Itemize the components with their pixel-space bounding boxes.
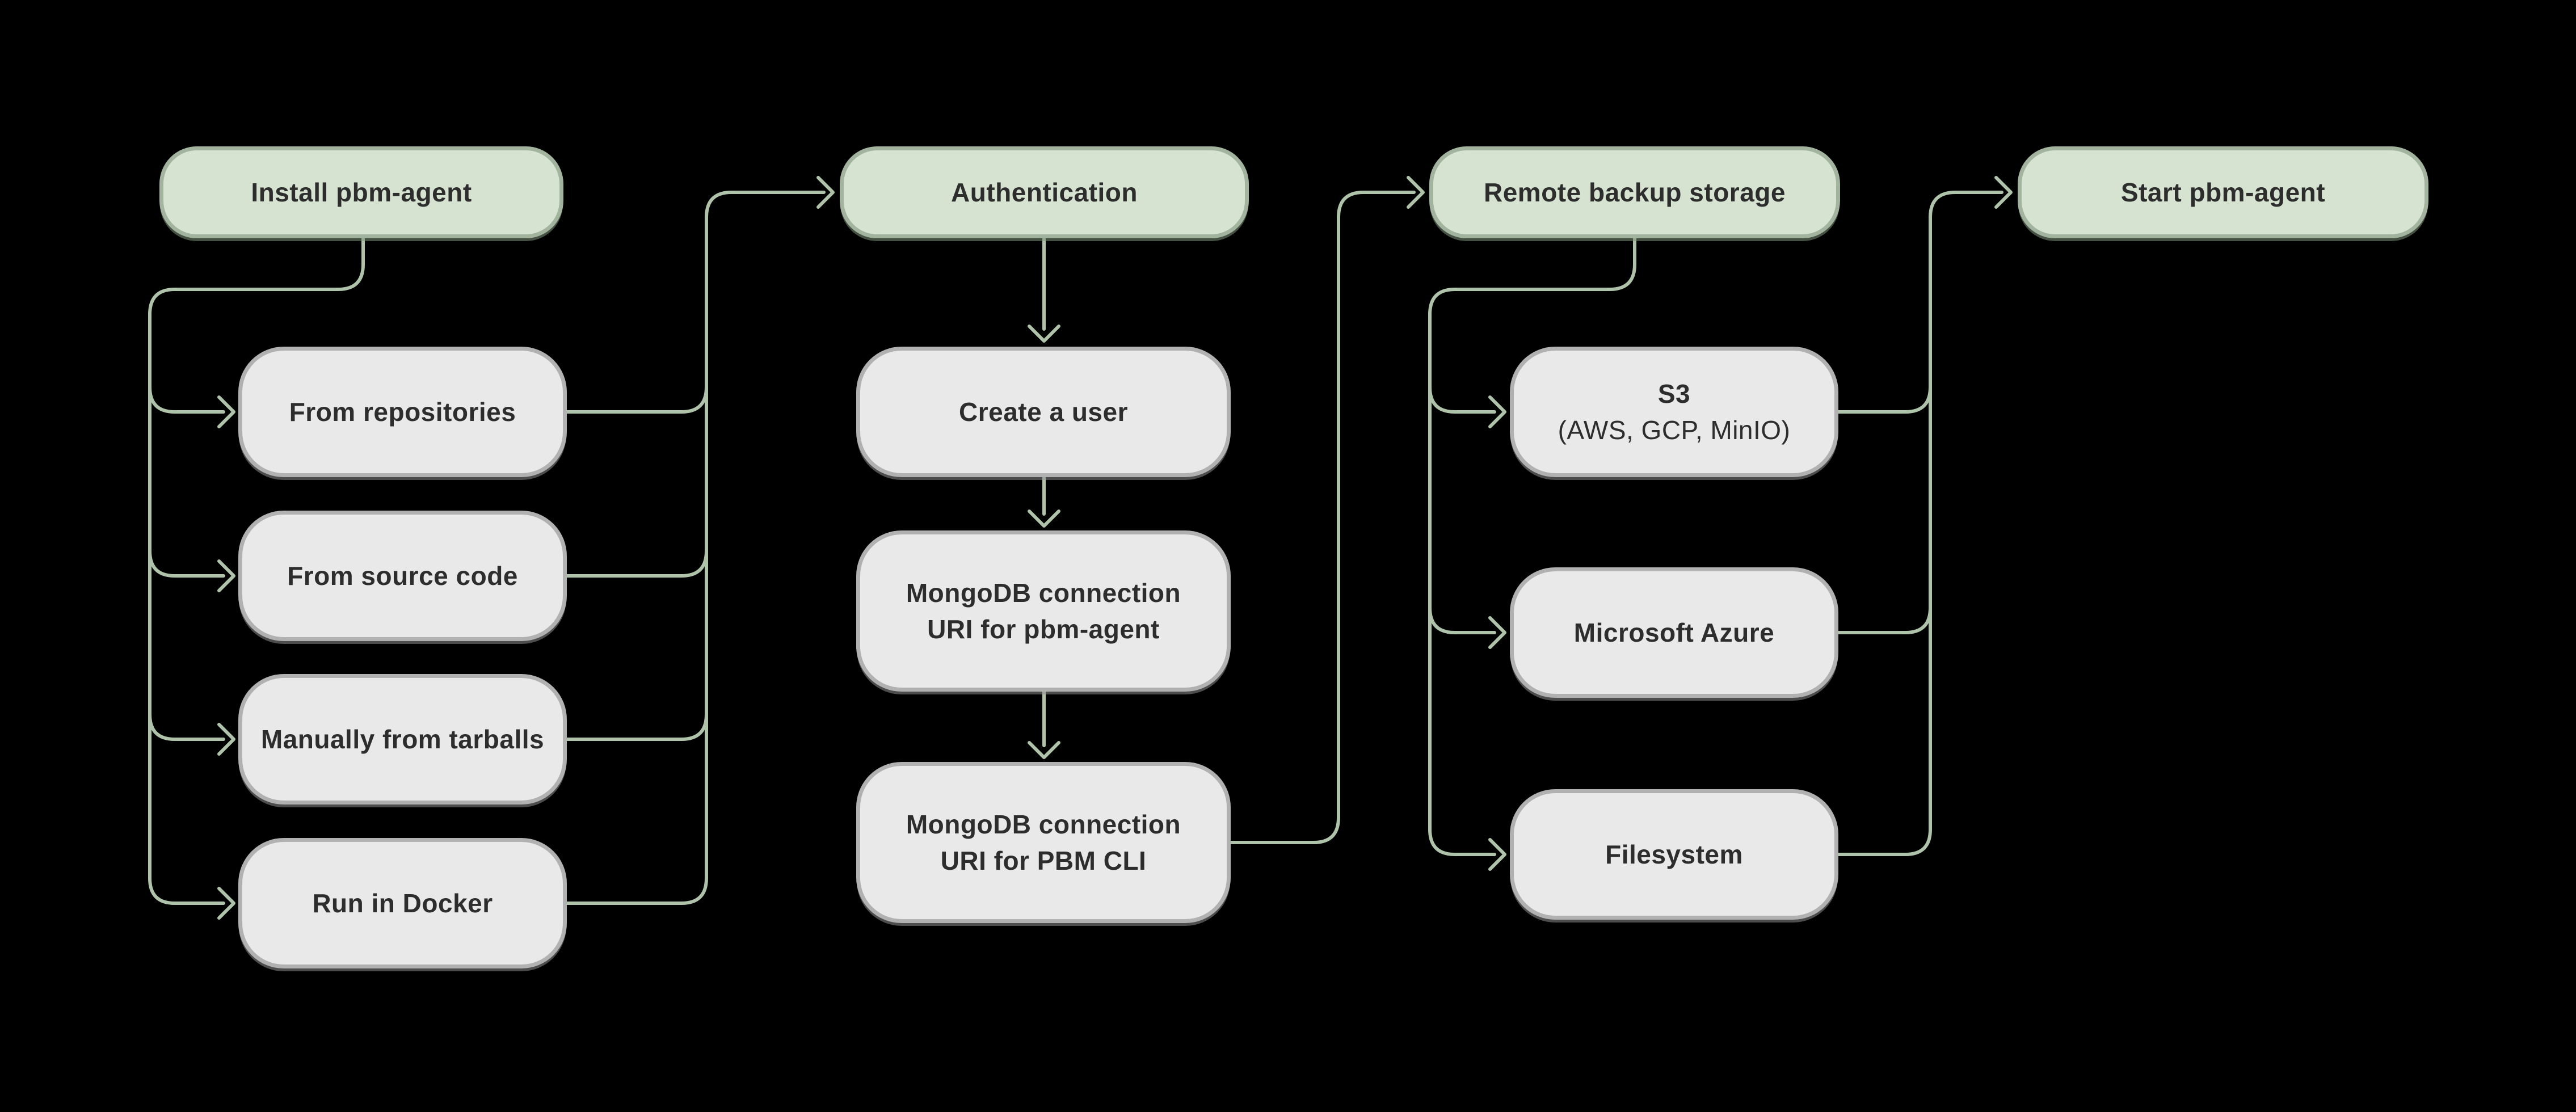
node-create-a-user-label: Create a user [959, 397, 1128, 427]
arrow-into-create-user [1028, 325, 1060, 343]
node-mongodb-uri-pbm-cli-line2: URI for PBM CLI [940, 846, 1147, 875]
wire-install-branch-tarballs [148, 713, 225, 741]
wire-col1-trunk [565, 191, 826, 905]
wire-col1-join-source [565, 549, 708, 578]
node-run-in-docker: Run in Docker [238, 838, 567, 968]
arrow-into-uri-agent [1028, 509, 1060, 528]
node-manually-from-tarballs-label: Manually from tarballs [260, 725, 545, 754]
node-manually-from-tarballs: Manually from tarballs [238, 674, 567, 804]
node-mongodb-uri-pbm-agent-line2: URI for pbm-agent [927, 614, 1160, 644]
node-mongodb-uri-pbm-agent: MongoDB connection URI for pbm-agent [856, 530, 1231, 692]
wire-col1-join-repositories [565, 385, 708, 414]
wire-install-trunk [148, 237, 365, 905]
node-mongodb-uri-pbm-agent-line1: MongoDB connection [906, 578, 1181, 608]
node-microsoft-azure-label: Microsoft Azure [1573, 618, 1775, 647]
node-install-pbm-agent-label: Install pbm-agent [251, 178, 472, 207]
node-s3: S3 (AWS, GCP, MinIO) [1510, 347, 1838, 477]
arrow-into-authentication [816, 176, 835, 209]
wire-storage-branch-azure [1428, 606, 1496, 634]
node-microsoft-azure: Microsoft Azure [1510, 567, 1838, 698]
connector-children-to-authentication [565, 176, 835, 905]
wire-col3-join-s3 [1837, 385, 1932, 414]
wire-col3-trunk [1837, 191, 2003, 856]
node-authentication-label: Authentication [951, 178, 1138, 207]
wire-install-branch-source [148, 549, 225, 578]
wire-col3-join-azure [1837, 606, 1932, 634]
node-filesystem: Filesystem [1510, 789, 1838, 920]
node-remote-backup-storage: Remote backup storage [1429, 146, 1840, 238]
connector-cli-to-remote-storage [1229, 176, 1425, 844]
node-from-source-code-label: From source code [287, 561, 518, 591]
node-start-pbm-agent: Start pbm-agent [2018, 146, 2428, 238]
node-s3-line1: S3 [1657, 379, 1691, 408]
wire-col1-join-tarballs [565, 713, 708, 741]
arrow-into-run-in-docker [217, 887, 235, 920]
node-install-pbm-agent: Install pbm-agent [159, 146, 563, 238]
connector-authentication-chain [1028, 237, 1060, 759]
wire-cli-up-trunk [1229, 191, 1416, 844]
connector-children-to-start [1837, 176, 2013, 856]
connector-install-to-children [148, 237, 365, 920]
arrow-into-manually-from-tarballs [217, 723, 235, 756]
arrow-into-s3 [1488, 395, 1506, 428]
arrow-into-from-source-code [217, 559, 235, 592]
node-from-source-code: From source code [238, 511, 567, 641]
arrow-into-azure [1488, 616, 1506, 649]
wire-storage-trunk [1428, 237, 1636, 856]
node-from-repositories: From repositories [238, 347, 567, 477]
node-s3-line2: (AWS, GCP, MinIO) [1558, 415, 1791, 445]
node-remote-backup-storage-label: Remote backup storage [1484, 178, 1786, 207]
node-create-a-user: Create a user [856, 347, 1231, 477]
arrow-into-filesystem [1488, 838, 1506, 871]
node-filesystem-label: Filesystem [1605, 840, 1743, 869]
arrow-into-uri-cli [1028, 741, 1060, 759]
wire-install-branch-repositories [148, 385, 225, 414]
node-mongodb-uri-pbm-cli: MongoDB connection URI for PBM CLI [856, 762, 1231, 923]
connector-storage-to-children [1428, 237, 1636, 871]
arrow-into-remote-storage [1407, 176, 1425, 209]
node-start-pbm-agent-label: Start pbm-agent [2120, 178, 2326, 207]
arrow-into-start [1994, 176, 2013, 209]
node-run-in-docker-label: Run in Docker [312, 888, 493, 918]
node-authentication: Authentication [840, 146, 1249, 238]
node-from-repositories-label: From repositories [289, 397, 516, 427]
node-mongodb-uri-pbm-cli-line1: MongoDB connection [906, 810, 1181, 839]
arrow-into-from-repositories [217, 395, 235, 428]
wire-storage-branch-s3 [1428, 385, 1496, 414]
